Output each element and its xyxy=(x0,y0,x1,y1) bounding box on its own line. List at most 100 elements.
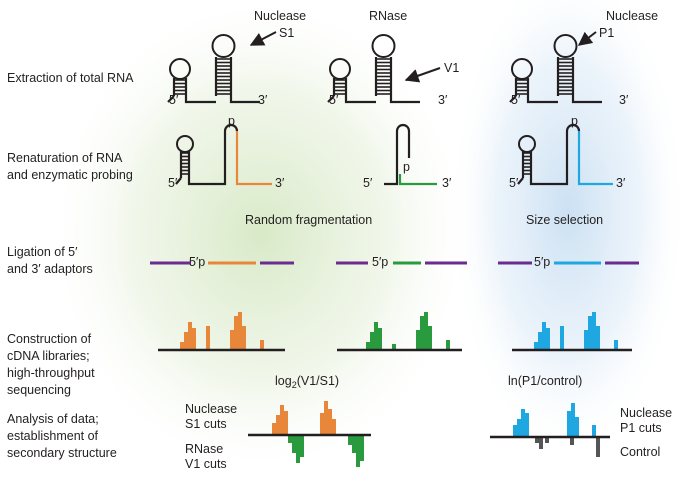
positive-bar xyxy=(575,417,579,437)
positive-bar xyxy=(517,419,521,437)
read-count-bar xyxy=(592,312,596,350)
fragment-p1 xyxy=(517,123,613,186)
rna-molecule-s1 xyxy=(167,34,260,104)
positive-bar xyxy=(276,415,280,435)
v1-cut-arrow xyxy=(404,67,441,83)
p1-cuts-label: Nuclease P1 cuts xyxy=(620,406,673,435)
adaptor-5p-label: 5′p xyxy=(372,255,389,269)
read-histogram-s1 xyxy=(158,312,285,352)
read-count-bar xyxy=(560,326,564,350)
three-prime-label: 3′ xyxy=(442,176,452,190)
read-count-bar xyxy=(242,326,246,350)
five-prime-label: 5′ xyxy=(169,93,179,107)
five-prime-label: 5′ xyxy=(168,176,178,190)
read-count-bar xyxy=(188,322,192,350)
ln-ratio-label: ln(P1/control) xyxy=(508,374,583,388)
negative-bar xyxy=(348,435,352,445)
read-count-bar xyxy=(614,340,618,350)
adaptor-5p-label: 5′p xyxy=(189,255,206,269)
read-count-bar xyxy=(546,328,550,350)
control-label: Control xyxy=(620,445,661,459)
read-count-bar xyxy=(534,342,538,350)
positive-bar xyxy=(284,411,288,435)
read-count-bar xyxy=(542,322,546,350)
s1-cut-arrow xyxy=(249,31,277,46)
p1-cut-label: P1 xyxy=(599,26,615,40)
five-prime-label: 5′ xyxy=(511,93,521,107)
positive-bar xyxy=(525,413,529,437)
log2-ratio-label: log2(V1/S1) xyxy=(275,374,340,390)
read-count-bar xyxy=(184,332,188,350)
fragment-s1 xyxy=(175,123,272,186)
step-adaptor-ligation: Ligation of 5′ and 3′ adaptors xyxy=(7,245,93,276)
negative-bar xyxy=(535,437,539,443)
positive-bar xyxy=(324,401,328,435)
read-histogram-p1 xyxy=(512,312,632,352)
negative-bar xyxy=(292,435,296,453)
step-extraction: Extraction of total RNA xyxy=(7,71,134,85)
three-prime-label: 3′ xyxy=(438,93,448,107)
read-count-bar xyxy=(428,326,432,350)
negative-bar xyxy=(545,437,549,443)
negative-bar xyxy=(352,435,356,453)
read-count-bar xyxy=(366,342,370,350)
phosphate-label: p xyxy=(571,114,578,128)
positive-bar xyxy=(272,423,276,435)
step-renaturation-probing: Renaturation of RNA and enzymatic probin… xyxy=(7,151,133,182)
read-count-bar xyxy=(260,340,264,350)
read-count-bar xyxy=(392,344,396,350)
step-data-analysis: Analysis of data; establishment of secon… xyxy=(7,412,117,460)
positive-bar xyxy=(567,411,571,437)
negative-bar xyxy=(360,435,364,461)
analysis-plot-v1-s1 xyxy=(248,401,371,467)
read-count-bar xyxy=(378,328,382,350)
five-prime-label: 5′ xyxy=(509,176,519,190)
s1-cut-label: S1 xyxy=(279,26,295,40)
size-selection-label: Size selection xyxy=(526,213,604,227)
read-histogram-v1 xyxy=(337,312,462,352)
p1-enzyme-label: Nuclease xyxy=(606,9,659,23)
negative-bar xyxy=(300,435,304,457)
phosphate-label: p xyxy=(228,114,235,128)
negative-bar xyxy=(539,437,543,449)
read-count-bar xyxy=(192,328,196,350)
positive-bar xyxy=(280,405,284,435)
read-count-bar xyxy=(584,330,588,350)
read-count-bar xyxy=(424,312,428,350)
positive-bar xyxy=(513,425,517,437)
phosphate-label: p xyxy=(403,160,410,174)
positive-bar xyxy=(332,419,336,435)
fragment-v1 xyxy=(384,123,437,186)
negative-bar xyxy=(596,437,600,457)
read-count-bar xyxy=(588,316,592,350)
p1-cut-arrow xyxy=(577,31,597,46)
read-count-bar xyxy=(538,332,542,350)
s1-enzyme-label: Nuclease xyxy=(254,9,307,23)
read-count-bar xyxy=(374,322,378,350)
v1-enzyme-label: RNase xyxy=(369,9,408,23)
rna-molecule-p1 xyxy=(509,34,602,104)
read-count-bar xyxy=(370,332,374,350)
read-count-bar xyxy=(238,312,242,350)
three-prime-label: 3′ xyxy=(619,93,629,107)
five-prime-label: 5′ xyxy=(363,176,373,190)
s1-cuts-label: Nuclease S1 cuts xyxy=(185,402,238,431)
positive-bar xyxy=(521,409,525,437)
three-prime-label: 3′ xyxy=(258,93,268,107)
read-count-bar xyxy=(446,340,450,350)
v1-cut-label: V1 xyxy=(444,61,460,75)
read-count-bar xyxy=(230,330,234,350)
v1-cuts-label: RNase V1 cuts xyxy=(185,442,227,471)
three-prime-label: 3′ xyxy=(616,176,626,190)
read-count-bar xyxy=(180,342,184,350)
analysis-plot-p1-control xyxy=(490,403,610,457)
read-count-bar xyxy=(206,326,210,350)
negative-bar xyxy=(356,435,360,467)
random-fragmentation-label: Random fragmentation xyxy=(245,213,373,227)
negative-bar xyxy=(570,437,574,445)
three-prime-label: 3′ xyxy=(275,176,285,190)
positive-bar xyxy=(328,409,332,435)
read-count-bar xyxy=(420,316,424,350)
